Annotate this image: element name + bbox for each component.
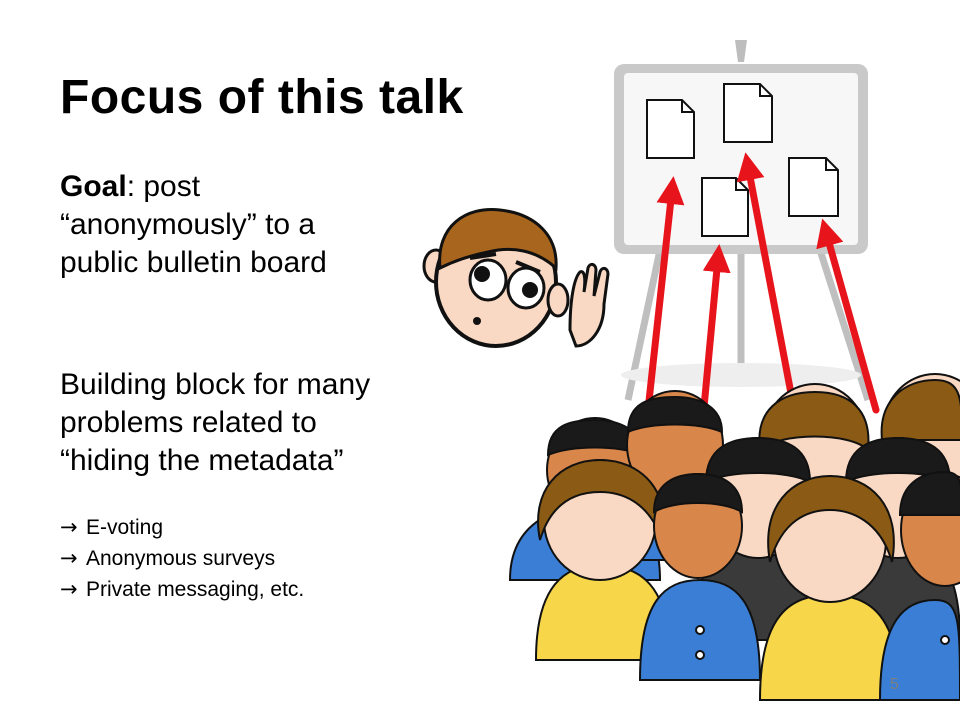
arrow-right-icon: → xyxy=(60,577,78,601)
goal-line: “anonymously” to a xyxy=(60,208,316,241)
goal-label: Goal xyxy=(60,170,127,203)
building-block-line: “hiding the metadata” xyxy=(60,444,344,477)
page-number: 5 xyxy=(890,676,899,693)
goal-line: public bulletin board xyxy=(60,246,327,279)
building-block-paragraph: Building block for many problems related… xyxy=(60,366,520,480)
bullet-text: Private messaging, etc. xyxy=(86,578,305,601)
building-block-line: Building block for many xyxy=(60,368,371,401)
bullet-item: → Anonymous surveys xyxy=(60,543,304,574)
bullet-list: → E-voting → Anonymous surveys → Private me… xyxy=(60,512,304,605)
crowd-icon xyxy=(508,373,960,701)
building-block-line: problems related to xyxy=(60,406,317,439)
bullet-item: → Private messaging, etc. xyxy=(60,574,304,605)
slide-title: Focus of this talk xyxy=(60,71,464,124)
goal-line: : post xyxy=(126,170,201,203)
document-icon xyxy=(646,83,839,237)
goal-paragraph: Goal: post “anonymously” to a public bul… xyxy=(60,168,480,282)
bullet-text: Anonymous surveys xyxy=(86,547,276,570)
listening-man-icon xyxy=(422,208,610,348)
post-arrows xyxy=(644,152,880,422)
bullet-item: → E-voting xyxy=(60,512,304,543)
arrow-right-icon: → xyxy=(60,515,78,539)
bullet-text: E-voting xyxy=(86,516,164,539)
arrow-right-icon: → xyxy=(60,546,78,570)
